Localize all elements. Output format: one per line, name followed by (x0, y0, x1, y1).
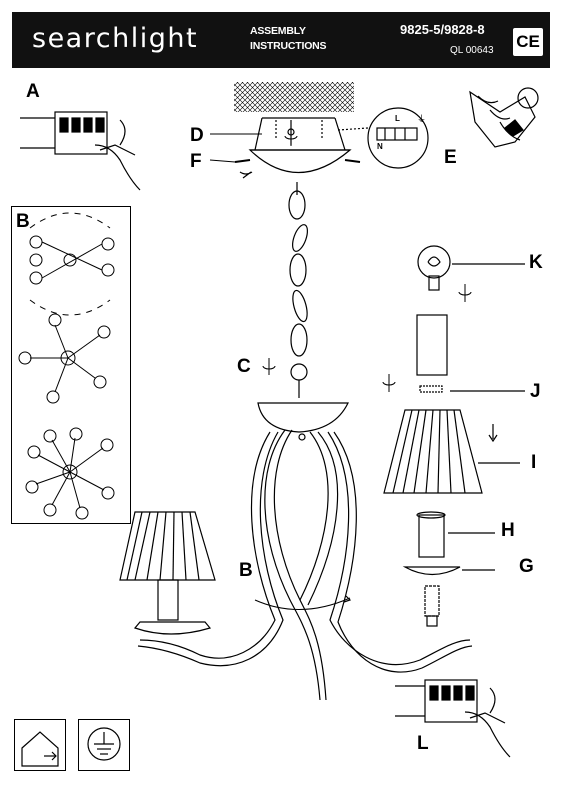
drip-cup-g (402, 566, 495, 576)
terminal-neutral-label: N (377, 142, 383, 151)
rotate-icons (262, 128, 472, 392)
label-c: C (237, 356, 251, 377)
terminal-block-a (20, 111, 141, 191)
brand-logo: searchlight (32, 23, 199, 54)
header-bar: searchlight ASSEMBLY INSTRUCTIONS 9825-5… (12, 12, 550, 68)
label-a: A (26, 81, 40, 102)
terminal-earth-label: ⏚ (417, 114, 427, 124)
canopy (248, 117, 352, 174)
label-g: G (519, 556, 534, 577)
terminal-live-label: L (395, 114, 400, 123)
arms (137, 429, 473, 701)
label-l: L (417, 733, 429, 754)
label-f: F (190, 151, 202, 172)
indoor-use-box (14, 719, 66, 771)
ql-code: QL 00643 (450, 45, 494, 56)
screw-f (234, 159, 361, 179)
candle-sleeve-h (416, 511, 495, 558)
ceiling-hatch (234, 82, 354, 112)
earth-ground-icon (87, 727, 121, 761)
label-b-box: B (16, 211, 30, 232)
sleeve-top (416, 314, 448, 376)
label-h: H (501, 520, 515, 541)
label-d: D (190, 125, 204, 146)
earth-ground-box (78, 719, 130, 771)
assembly-title: ASSEMBLY INSTRUCTIONS (250, 24, 327, 54)
right-shade-i (383, 409, 520, 494)
assembly-title-line2: INSTRUCTIONS (250, 40, 327, 52)
assembly-title-line1: ASSEMBLY (250, 25, 306, 37)
label-k: K (529, 252, 543, 273)
body-cup (257, 402, 349, 433)
chain (288, 182, 308, 398)
config-3-arm (29, 212, 115, 316)
house-indoor-use-icon (21, 731, 59, 767)
terminal-callout-e (337, 107, 429, 169)
label-e: E (444, 147, 457, 168)
arm-configuration-box (11, 206, 131, 524)
terminal-block-l (395, 679, 511, 758)
lampholder (424, 585, 440, 627)
ce-mark: CE (513, 28, 543, 56)
label-b-main: B (239, 560, 253, 581)
bulb-k (417, 245, 525, 291)
ring-j (419, 385, 525, 393)
config-5-arm (18, 313, 111, 404)
label-j: J (530, 381, 541, 402)
left-shade (119, 511, 216, 635)
wire-connector-illustration (469, 87, 539, 148)
config-8-arm (25, 427, 115, 520)
label-i: I (531, 452, 537, 473)
model-number: 9825-5/9828-8 (400, 22, 485, 37)
